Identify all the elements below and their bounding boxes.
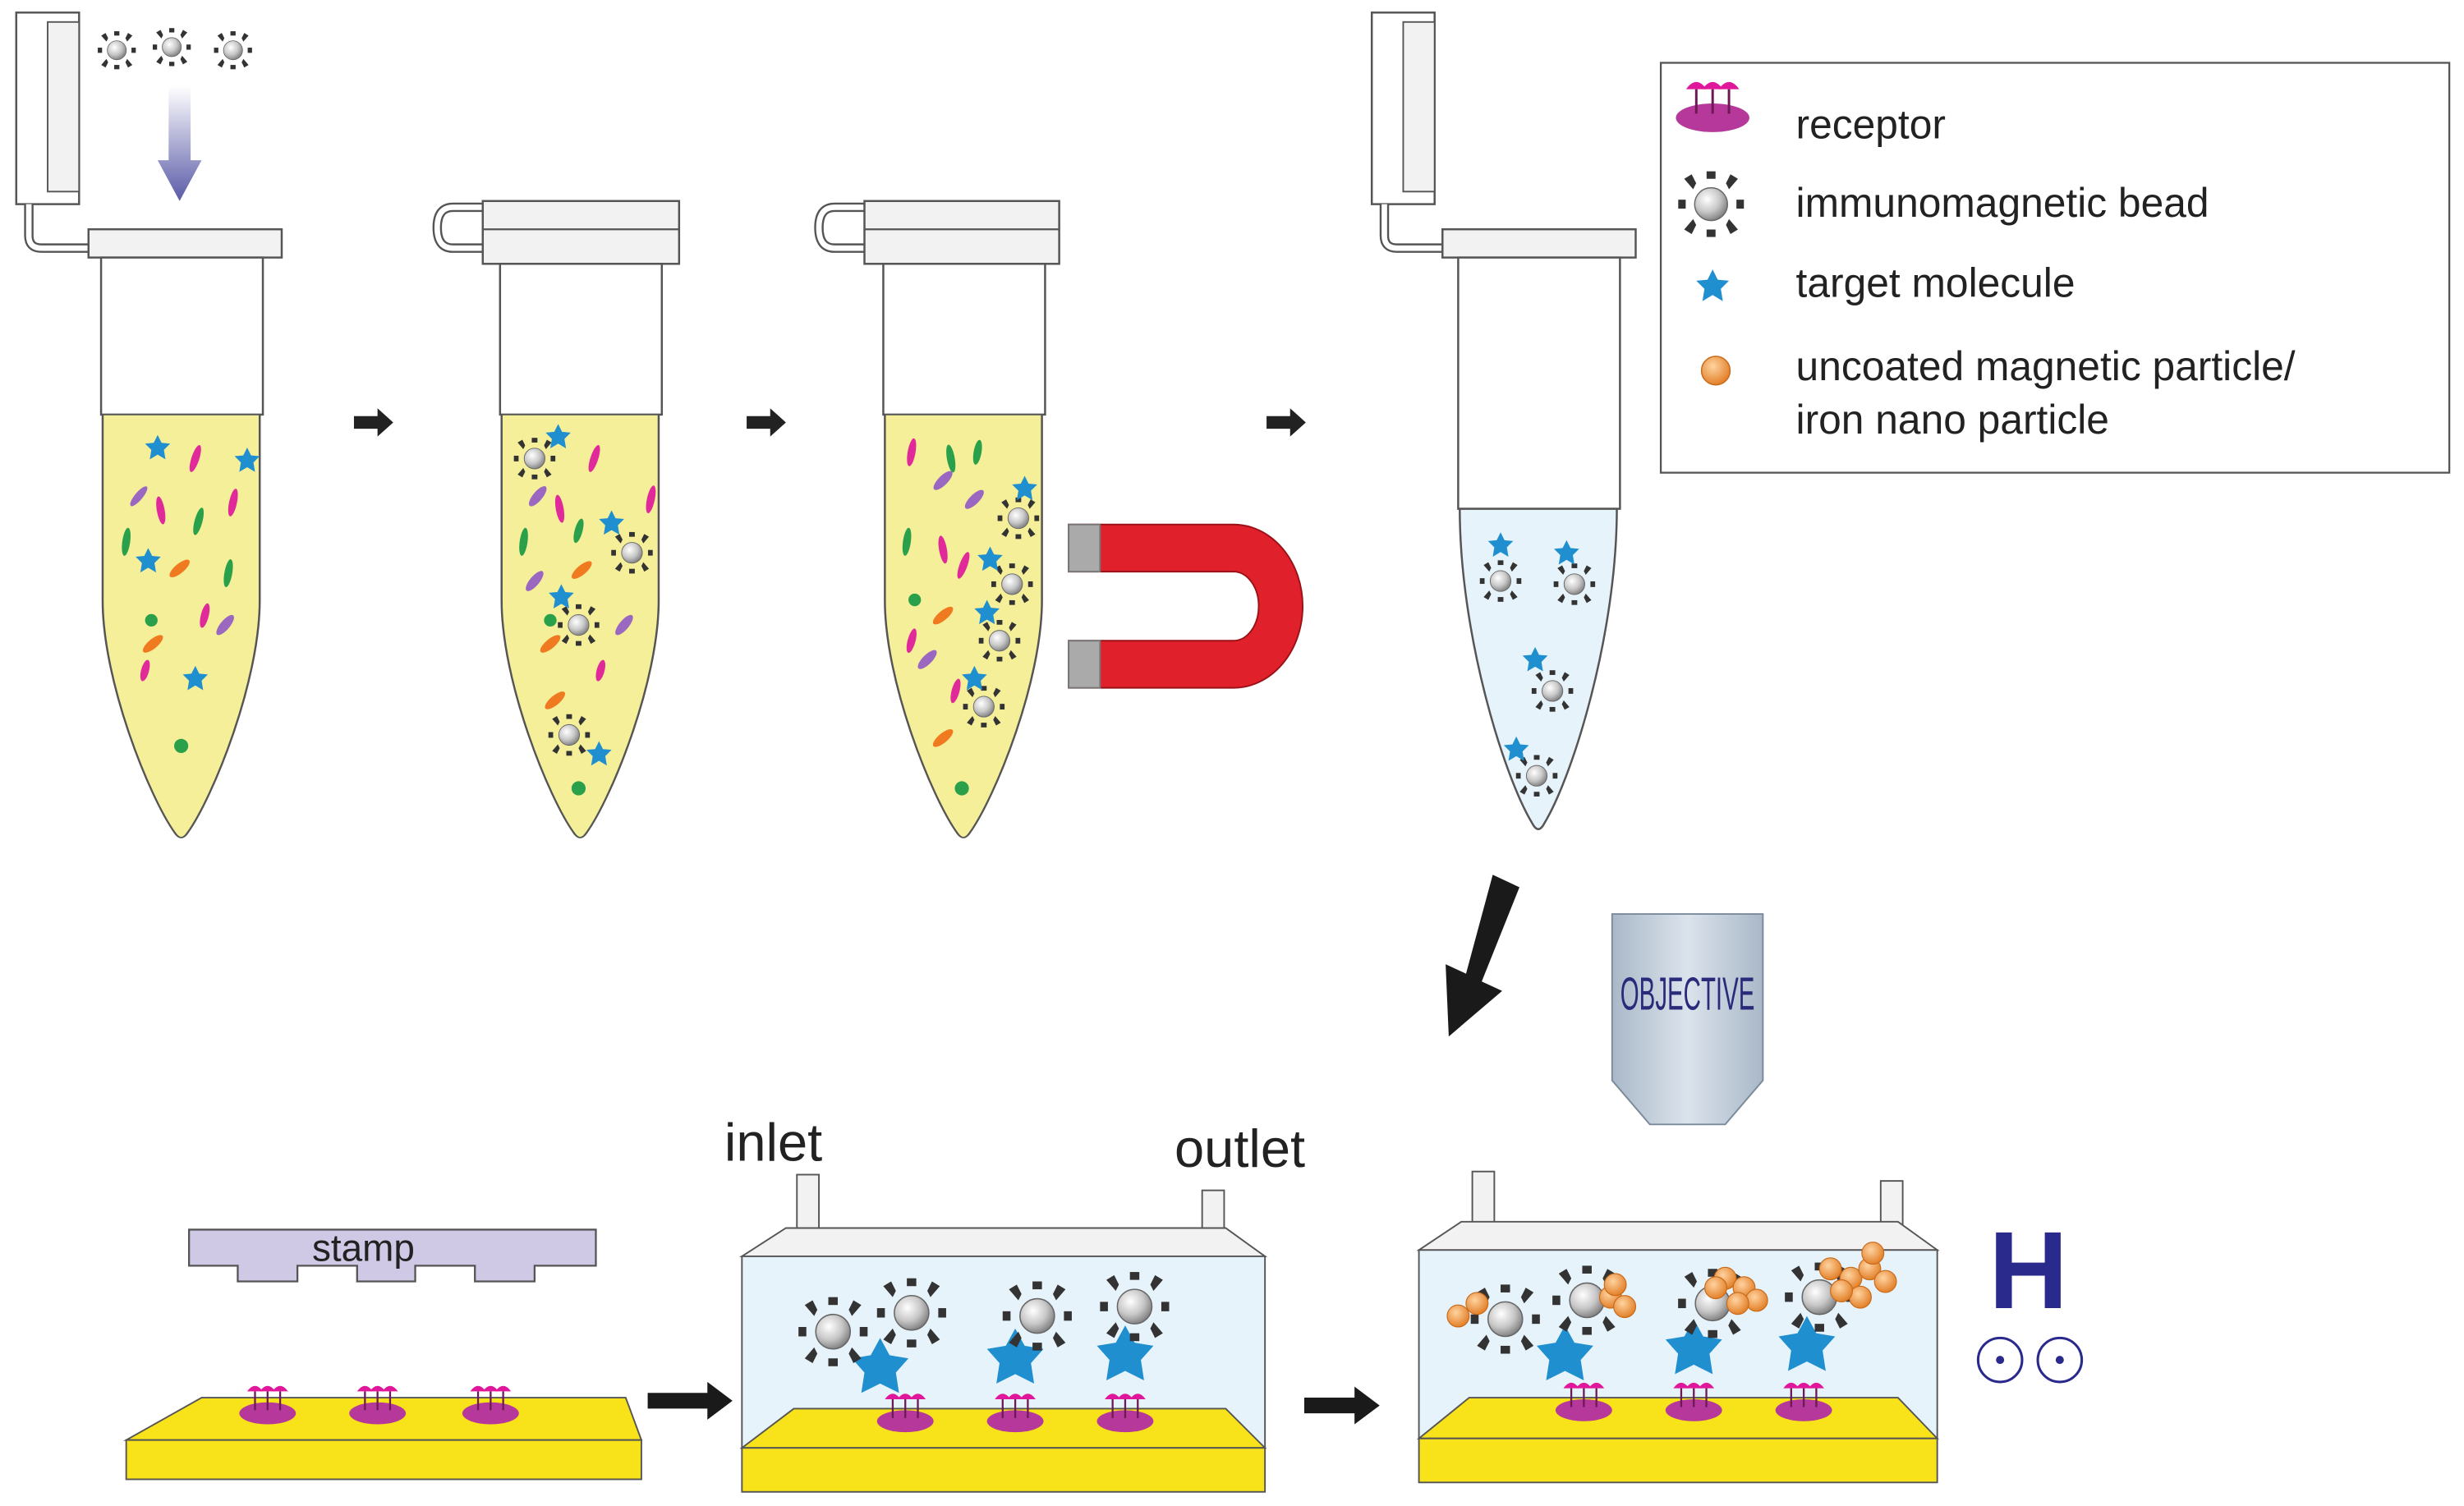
objective-label: OBJECTIVE: [1620, 967, 1755, 1020]
stamp: stamp: [188, 1227, 597, 1283]
legend-particle-label-line2: iron nano particle: [1796, 397, 2109, 443]
legend-bead-label: immunomagnetic bead: [1796, 180, 2209, 226]
step-arrow-1: [353, 408, 393, 437]
sample-fluid: [101, 413, 261, 839]
inlet-label: inlet: [724, 1112, 822, 1172]
tube-4-purified: [1370, 11, 1637, 830]
field-direction-icon: [1976, 1336, 2084, 1384]
legend-particle-icon: [1700, 356, 1731, 386]
transfer-arrow: [1446, 875, 1519, 1037]
stamp-label: stamp: [312, 1227, 415, 1270]
tube-3-magnetic-separation: [814, 200, 1060, 839]
capture-channel: inlet outlet: [724, 1112, 1305, 1493]
beads-added: [97, 27, 253, 70]
incubation-contents: [513, 424, 656, 796]
step-arrow-3: [1266, 408, 1306, 437]
step-arrow-4: [647, 1381, 733, 1420]
tube-1-sample: [15, 11, 283, 839]
legend-particle-label-line1: uncoated magnetic particle/: [1796, 343, 2296, 389]
step-arrow-2: [747, 408, 786, 437]
sample-contents: [122, 434, 260, 753]
legend-receptor-label: receptor: [1796, 101, 1946, 147]
add-beads-arrow: [157, 86, 202, 201]
magnetic-field: H: [1976, 1210, 2084, 1384]
objective: OBJECTIVE: [1611, 913, 1764, 1126]
step-arrow-5: [1303, 1386, 1380, 1425]
stamped-substrate: [123, 1384, 643, 1481]
detection-channel: [1416, 1170, 1940, 1484]
legend-target-label: target molecule: [1796, 259, 2076, 305]
legend: receptor immunomagnetic bead target mole…: [1659, 62, 2451, 474]
separation-contents: [902, 438, 1040, 796]
field-symbol-label: H: [1988, 1210, 2068, 1332]
tube-2-incubation: [432, 200, 681, 839]
magnet: [1068, 523, 1304, 689]
outlet-label: outlet: [1175, 1118, 1305, 1178]
